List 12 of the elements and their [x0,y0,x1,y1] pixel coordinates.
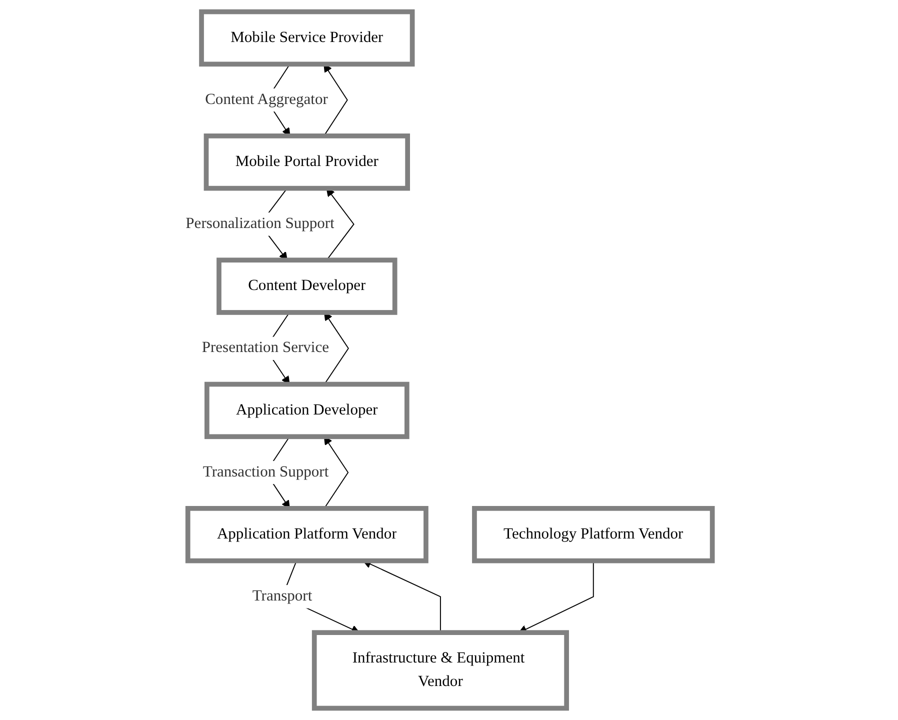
node-box: Technology Platform Vendor [472,506,715,564]
node-box: Content Developer [216,258,398,315]
node-box: Infrastructure & Equipment Vendor [312,630,569,711]
edge-label: Presentation Service [202,340,329,356]
node-box: Mobile Service Provider [199,9,415,67]
edge-label: Transport [252,588,312,604]
node-box: Application Platform Vendor [185,506,428,564]
node-box: Mobile Portal Provider [204,134,410,191]
node-box: Application Developer [204,382,410,440]
edge-label: Content Aggregator [205,91,328,108]
edge-label: Transaction Support [202,464,329,480]
edge-label: Personalization Support [186,215,334,232]
